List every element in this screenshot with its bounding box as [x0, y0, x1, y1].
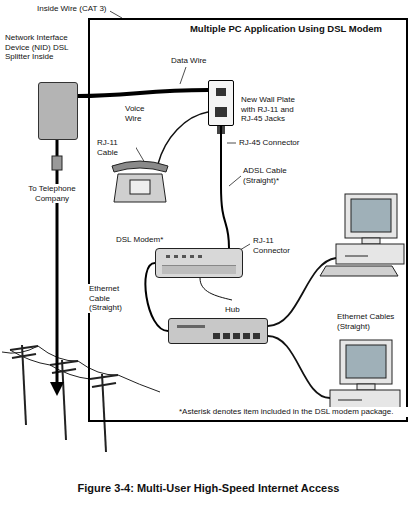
- telephone: [114, 174, 166, 202]
- ethernet-cables: [268, 336, 330, 398]
- status-light: [190, 255, 194, 258]
- inside-wire-leader: [227, 143, 236, 144]
- telephone-poles: [2, 346, 118, 379]
- pc-workstation: [345, 194, 397, 238]
- callout-label: Voice Wire: [124, 104, 160, 123]
- node-label: Network Interface Device (NID) DSL Split…: [5, 33, 89, 62]
- callout-label: Ethernet Cables (Straight): [336, 312, 402, 331]
- rj11-jack: [216, 88, 226, 96]
- callout-label: Data Wire: [170, 56, 216, 66]
- status-light: [174, 255, 178, 258]
- hub-port: [213, 333, 220, 339]
- telephone-poles: [90, 375, 118, 379]
- inside-wire-leader: [108, 10, 250, 250]
- hub-port: [233, 333, 240, 339]
- hub-port: [223, 333, 230, 339]
- inside-wire-leader: [135, 146, 145, 163]
- inside-wire-leader: [180, 67, 186, 84]
- service-drop-arrow: [52, 156, 62, 170]
- service-drop-arrow: [56, 140, 59, 384]
- status-light: [166, 255, 170, 258]
- pc-workstation: [338, 400, 362, 401]
- callout-label: Ethernet Cable (Straight): [88, 284, 138, 313]
- telephone-poles: [2, 345, 160, 452]
- pc-workstation: [320, 266, 398, 276]
- modem-power-cord: [200, 278, 232, 300]
- pc-workstation: [362, 238, 380, 244]
- callout-label: ADSL Cable (Straight)*: [242, 166, 306, 185]
- callout-label: RJ-45 Connector: [238, 138, 312, 148]
- node-label: DSL Modem*: [116, 235, 176, 245]
- hub-lights: [177, 325, 205, 328]
- pc-workstation: [357, 384, 375, 390]
- service-drop-arrow: [50, 140, 64, 396]
- hub-port: [253, 333, 260, 339]
- ethernet-cables: [268, 258, 336, 326]
- telephone: [112, 161, 168, 172]
- status-light: [198, 255, 202, 258]
- modem-power-cord: [200, 278, 232, 300]
- cable: [78, 90, 208, 96]
- callout-label: Inside Wire (CAT 3): [36, 4, 110, 14]
- wall-plate: New Wall Plate with RJ-11 and RJ-45 Jack…: [208, 80, 234, 126]
- pc-workstation: [330, 340, 400, 408]
- inside-wire-leader: [229, 176, 241, 186]
- figure-caption: Figure 3-4: Multi-User High-Speed Intern…: [0, 482, 417, 494]
- pc-workstation: [320, 194, 404, 276]
- pc-workstation: [345, 256, 368, 257]
- nid-box: Network Interface Device (NID) DSL Split…: [38, 82, 78, 140]
- pc-workstation: [340, 340, 392, 384]
- dsl-modem: DSL Modem*: [155, 248, 243, 278]
- rj45-jack: [215, 107, 227, 117]
- hub-port: [243, 333, 250, 339]
- callout-label: To Telephone Company: [16, 184, 88, 203]
- telephone-poles: [118, 375, 160, 392]
- telephone: [130, 180, 150, 194]
- pc-workstation: [351, 199, 391, 232]
- node-label: Hub: [225, 305, 255, 315]
- node-label: New Wall Plate with RJ-11 and RJ-45 Jack…: [241, 95, 307, 124]
- ethernet-cables: [268, 258, 336, 398]
- house-outline: Multiple PC Application Using DSL ModemN…: [88, 18, 408, 422]
- callout-label: RJ-11 Cable: [96, 138, 136, 157]
- cable: [221, 126, 229, 248]
- telephone-poles: [50, 361, 78, 365]
- service-drop-arrow: [50, 382, 64, 396]
- pc-workstation: [336, 244, 404, 264]
- pc-workstation: [330, 390, 400, 408]
- callout-label: *Asterisk denotes item included in the D…: [178, 407, 408, 417]
- node-label: Multiple PC Application Using DSL Modem: [170, 24, 402, 34]
- callout-label: RJ-11 Connector: [252, 236, 300, 255]
- status-light: [182, 255, 186, 258]
- inside-wire-leader: [108, 10, 122, 18]
- telephone: [112, 161, 168, 202]
- pc-workstation: [346, 345, 386, 378]
- voice-wire: [158, 112, 208, 164]
- modem-front: [162, 265, 236, 274]
- telephone-poles: [92, 383, 116, 387]
- hub: Hub: [168, 318, 268, 344]
